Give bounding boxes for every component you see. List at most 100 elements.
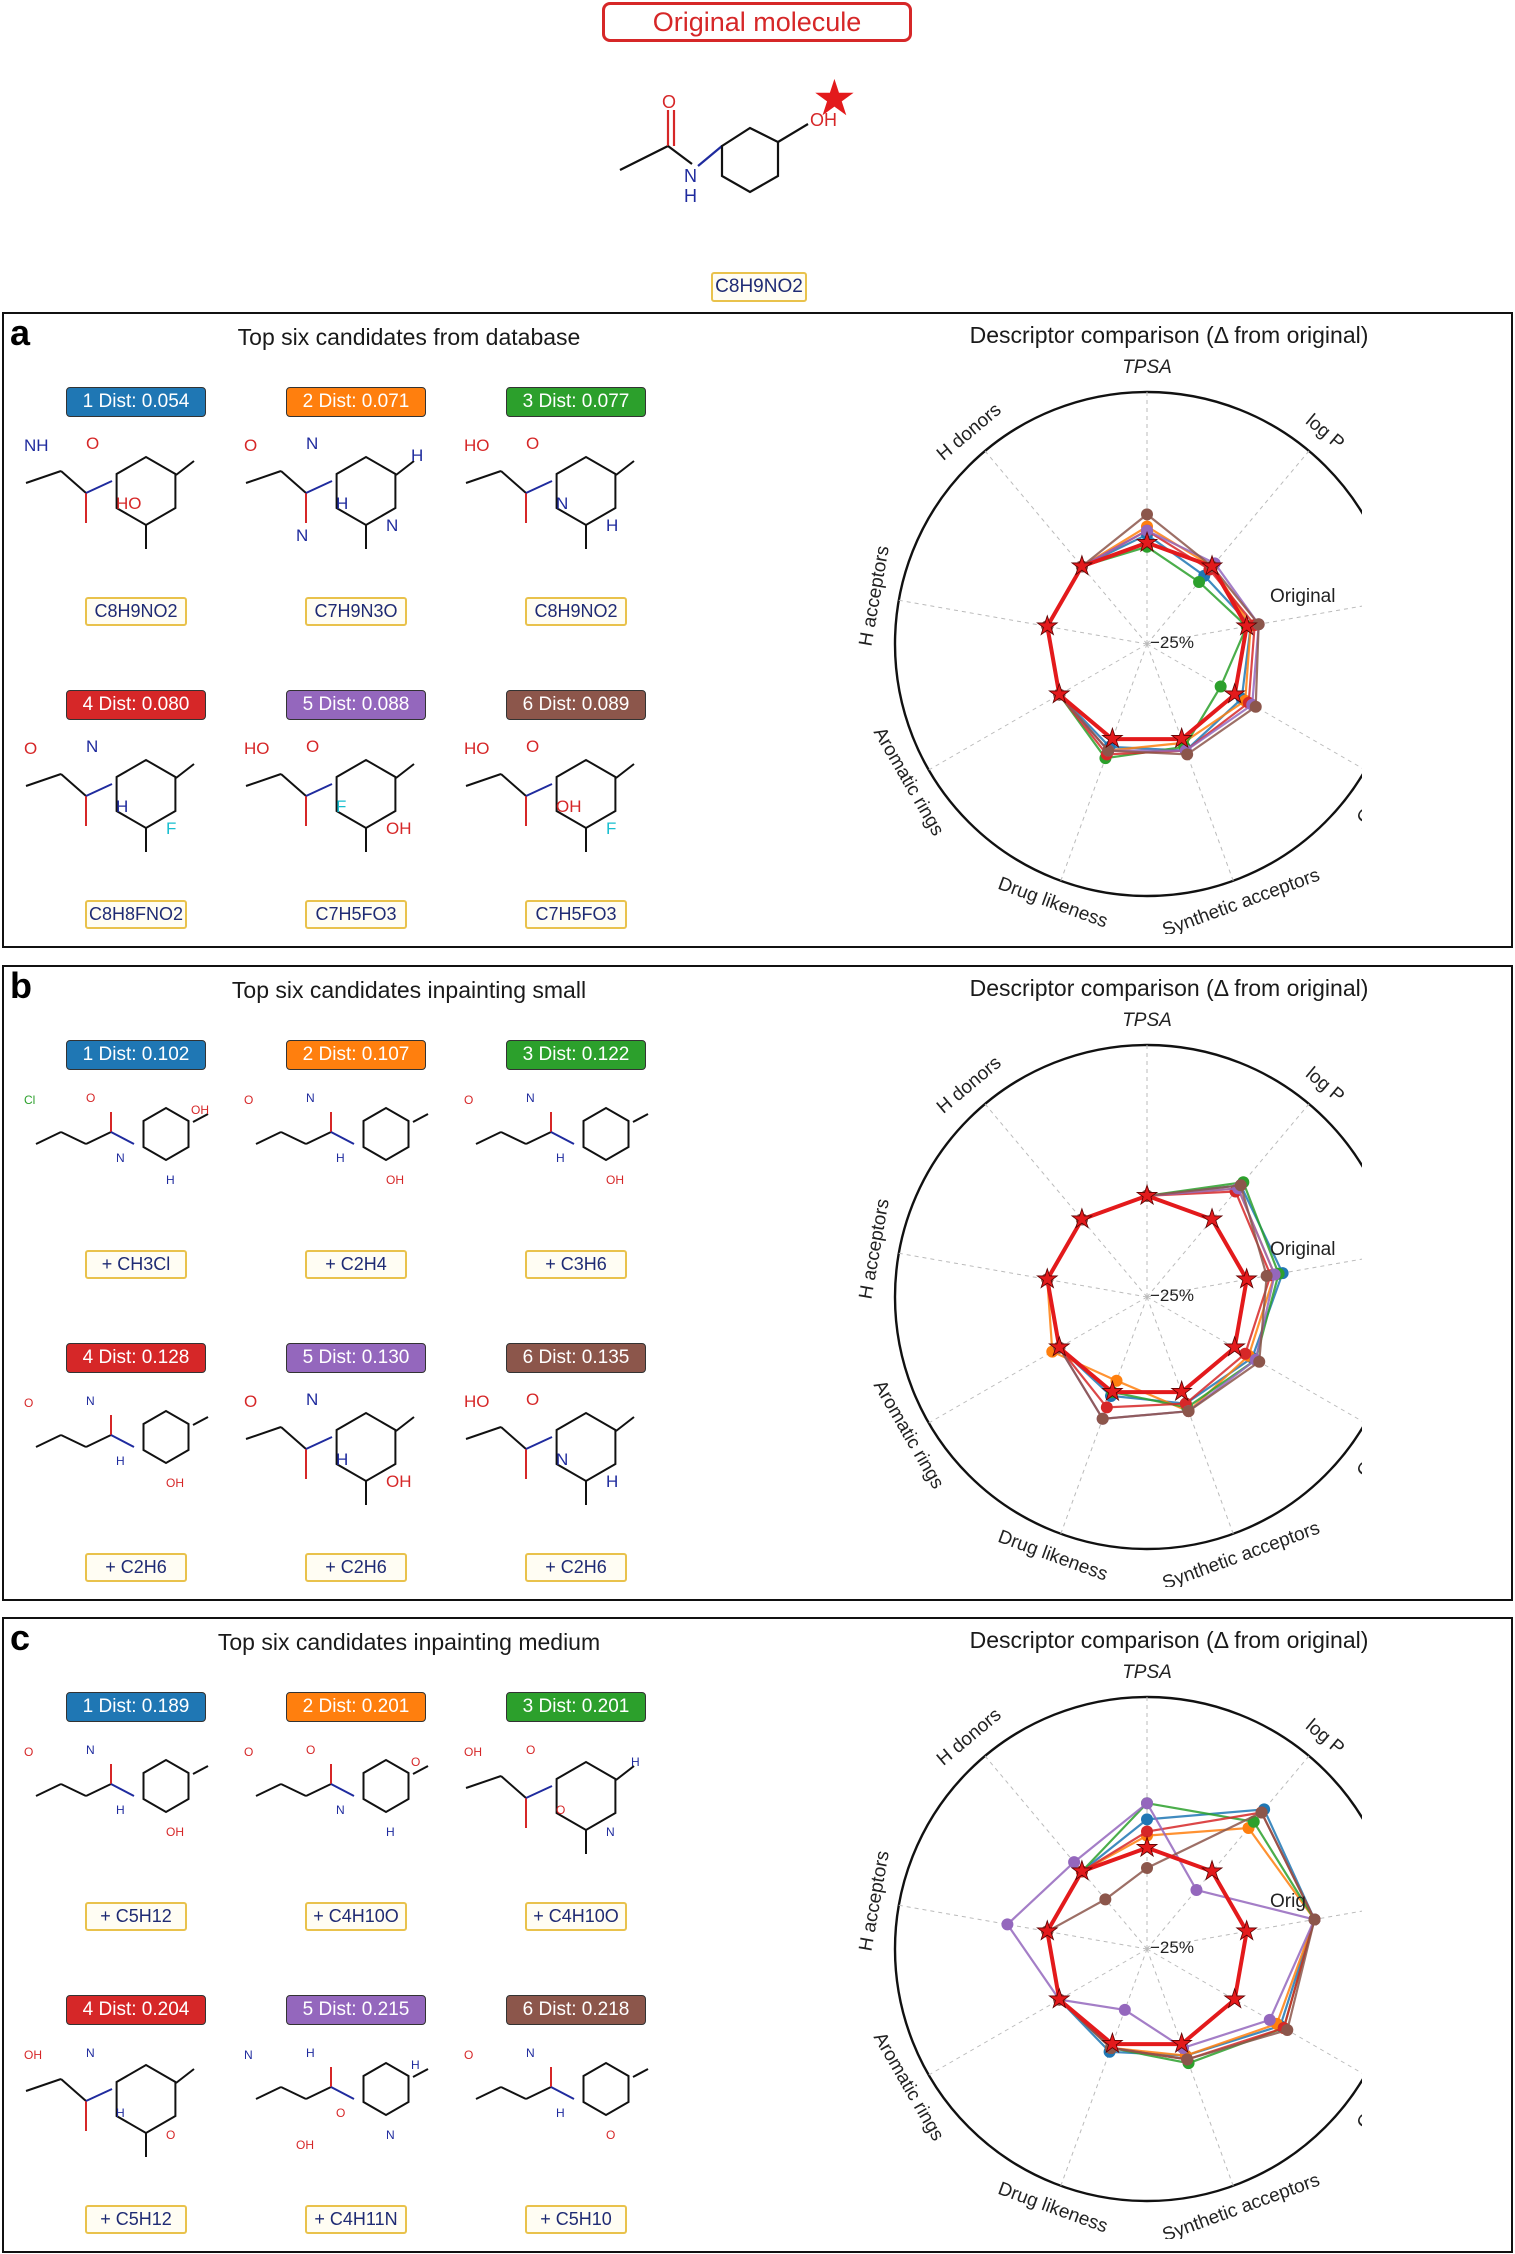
radar-original-star-icon: ★ bbox=[1235, 1915, 1258, 1945]
radar-series-point bbox=[1308, 1913, 1321, 1926]
panel-letter: a bbox=[10, 312, 31, 353]
atom-label: OH bbox=[464, 1745, 482, 1759]
atom-label: N bbox=[606, 1825, 615, 1839]
radar-original-star-icon: ★ bbox=[1235, 610, 1258, 640]
candidate-5-dist-badge: 5 Dist: 0.088 bbox=[286, 690, 426, 720]
radar-axis-line bbox=[898, 1252, 1148, 1298]
radar-series-point bbox=[1110, 1374, 1123, 1387]
radar-axis-label: Synthetic acceptors bbox=[1160, 2170, 1323, 2239]
radar-axis-line bbox=[1146, 605, 1362, 645]
candidate-5-formula: + C2H6 bbox=[305, 1553, 407, 1582]
radar-series-line bbox=[1046, 1811, 1316, 2061]
radar-axis-line bbox=[984, 1103, 1148, 1298]
radar-series-point bbox=[1253, 1355, 1266, 1368]
original-molecule-label: Original molecule bbox=[602, 2, 912, 42]
atom-label: N bbox=[556, 494, 568, 513]
atom-label: HO bbox=[116, 494, 142, 513]
radar-series-point bbox=[1001, 1918, 1014, 1931]
radar-axis-line bbox=[1146, 643, 1234, 881]
panel-title: Top six candidates inpainting small bbox=[231, 977, 587, 1003]
candidate-5-dist-badge: 5 Dist: 0.215 bbox=[286, 1995, 426, 2025]
atom-label: N bbox=[556, 1450, 568, 1469]
radar-outer-ring bbox=[893, 1043, 1362, 1551]
radar-series-point bbox=[1239, 1347, 1252, 1360]
candidate-5-formula: C7H5FO3 bbox=[305, 900, 407, 929]
candidate-3-dist-badge: 3 Dist: 0.077 bbox=[506, 387, 646, 417]
atom-label: O bbox=[556, 1803, 565, 1817]
candidate-4-formula: + C5H12 bbox=[85, 2205, 187, 2234]
original-star-icon: ★ bbox=[812, 70, 857, 126]
radar-axis-label: H acceptors bbox=[856, 1197, 894, 1300]
radar-title: Descriptor comparison (Δ from original) bbox=[969, 1627, 1369, 1653]
radar-tick-label: −25% bbox=[1150, 1286, 1194, 1305]
atom-label: H bbox=[411, 2058, 420, 2072]
radar-original-star-icon: ★ bbox=[1101, 1376, 1124, 1406]
radar-axis-label: Synthetic acceptors bbox=[1160, 1518, 1323, 1587]
radar-tick-label: −25% bbox=[1150, 1938, 1194, 1957]
atom-label: N bbox=[386, 516, 398, 535]
atom-label: H bbox=[411, 446, 423, 465]
radar-axis-line bbox=[1146, 643, 1362, 769]
candidate-6-formula: + C2H6 bbox=[525, 1553, 627, 1582]
atom-label: O bbox=[86, 1091, 95, 1105]
atom-label: N bbox=[86, 1743, 95, 1757]
candidate-3-formula: C8H9NO2 bbox=[525, 597, 627, 626]
atom-label: O bbox=[662, 92, 676, 112]
radar-outer-ring bbox=[893, 1695, 1362, 2203]
radar-original-star-icon: ★ bbox=[1235, 1263, 1258, 1293]
radar-axis-label: TPSA bbox=[1122, 357, 1172, 378]
atom-label: N bbox=[306, 1390, 318, 1409]
radar-axis-label: Drug likeness bbox=[995, 2178, 1110, 2237]
atom-label: NH bbox=[24, 436, 49, 455]
radar-original-star-icon: ★ bbox=[1200, 1855, 1223, 1885]
atom-label: O bbox=[24, 1396, 33, 1410]
atom-label: H bbox=[631, 1755, 640, 1769]
atom-label: N bbox=[526, 1091, 535, 1105]
atom-label: H bbox=[116, 1803, 125, 1817]
atom-label: O bbox=[526, 1743, 535, 1757]
atom-label: H bbox=[336, 494, 348, 513]
atom-label: OH bbox=[810, 110, 837, 130]
radar-tick-label: −25% bbox=[1150, 633, 1194, 652]
candidate-6-dist-badge: 6 Dist: 0.089 bbox=[506, 690, 646, 720]
radar-original-label: Original bbox=[1270, 586, 1335, 607]
radar-original-star-icon: ★ bbox=[1200, 1203, 1223, 1233]
atom-label: N bbox=[306, 434, 318, 453]
atom-label: O bbox=[244, 1392, 257, 1411]
radar-axis-line bbox=[898, 1904, 1148, 1950]
radar-series-point bbox=[1141, 1825, 1153, 1838]
radar-original-star-icon: ★ bbox=[1135, 1832, 1158, 1862]
radar-original-star-icon: ★ bbox=[1170, 723, 1193, 753]
radar-series-point bbox=[1099, 1893, 1112, 1906]
atom-label: H bbox=[166, 1173, 175, 1187]
radar-axis-line bbox=[1146, 1258, 1362, 1298]
radar-series-point bbox=[1214, 680, 1227, 693]
atom-label: OH bbox=[386, 819, 412, 838]
radar-axis-label: log P bbox=[1301, 410, 1348, 454]
candidate-1-dist-badge: 1 Dist: 0.189 bbox=[66, 1692, 206, 1722]
radar-axis-label: H donors bbox=[933, 1704, 1006, 1770]
candidate-1-dist-badge: 1 Dist: 0.102 bbox=[66, 1040, 206, 1070]
atom-label: HO bbox=[464, 739, 490, 758]
radar-axis-label: H donors bbox=[933, 1052, 1006, 1118]
atom-label: Cl bbox=[24, 1093, 35, 1107]
atom-label: N bbox=[684, 166, 697, 186]
atom-label: OH bbox=[166, 1476, 184, 1490]
candidate-1-formula: + CH3Cl bbox=[85, 1250, 187, 1279]
atom-label: O bbox=[306, 737, 319, 756]
radar-series-point bbox=[1249, 700, 1262, 713]
atom-label: N bbox=[86, 2046, 95, 2060]
atom-label: OH bbox=[386, 1472, 412, 1491]
candidate-3-dist-badge: 3 Dist: 0.201 bbox=[506, 1692, 646, 1722]
radar-series-point bbox=[1068, 1856, 1081, 1869]
radar-original-star-icon: ★ bbox=[1223, 1332, 1246, 1362]
radar-original-star-icon: ★ bbox=[1048, 1332, 1071, 1362]
